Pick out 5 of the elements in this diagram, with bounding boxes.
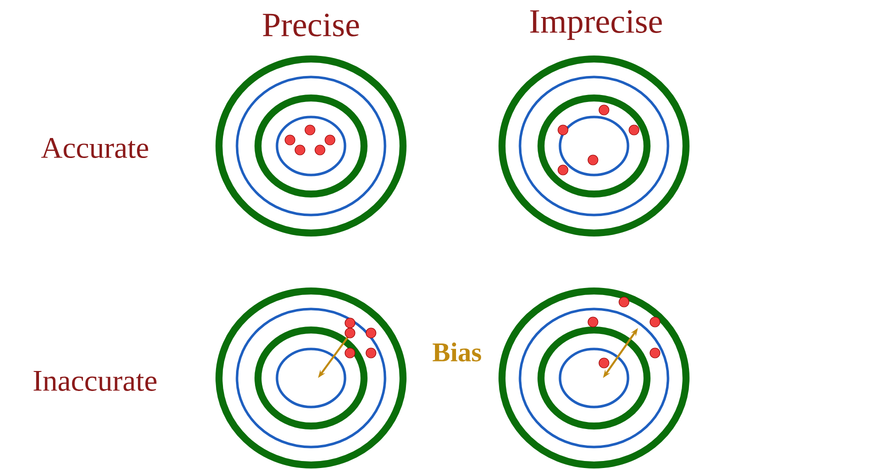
row-heading: Accurate bbox=[41, 138, 148, 158]
column-heading: Imprecise bbox=[530, 10, 662, 40]
bias-label: Bias bbox=[432, 342, 482, 362]
column-heading: Precise bbox=[262, 14, 359, 36]
row-heading: Inaccurate bbox=[34, 371, 156, 391]
